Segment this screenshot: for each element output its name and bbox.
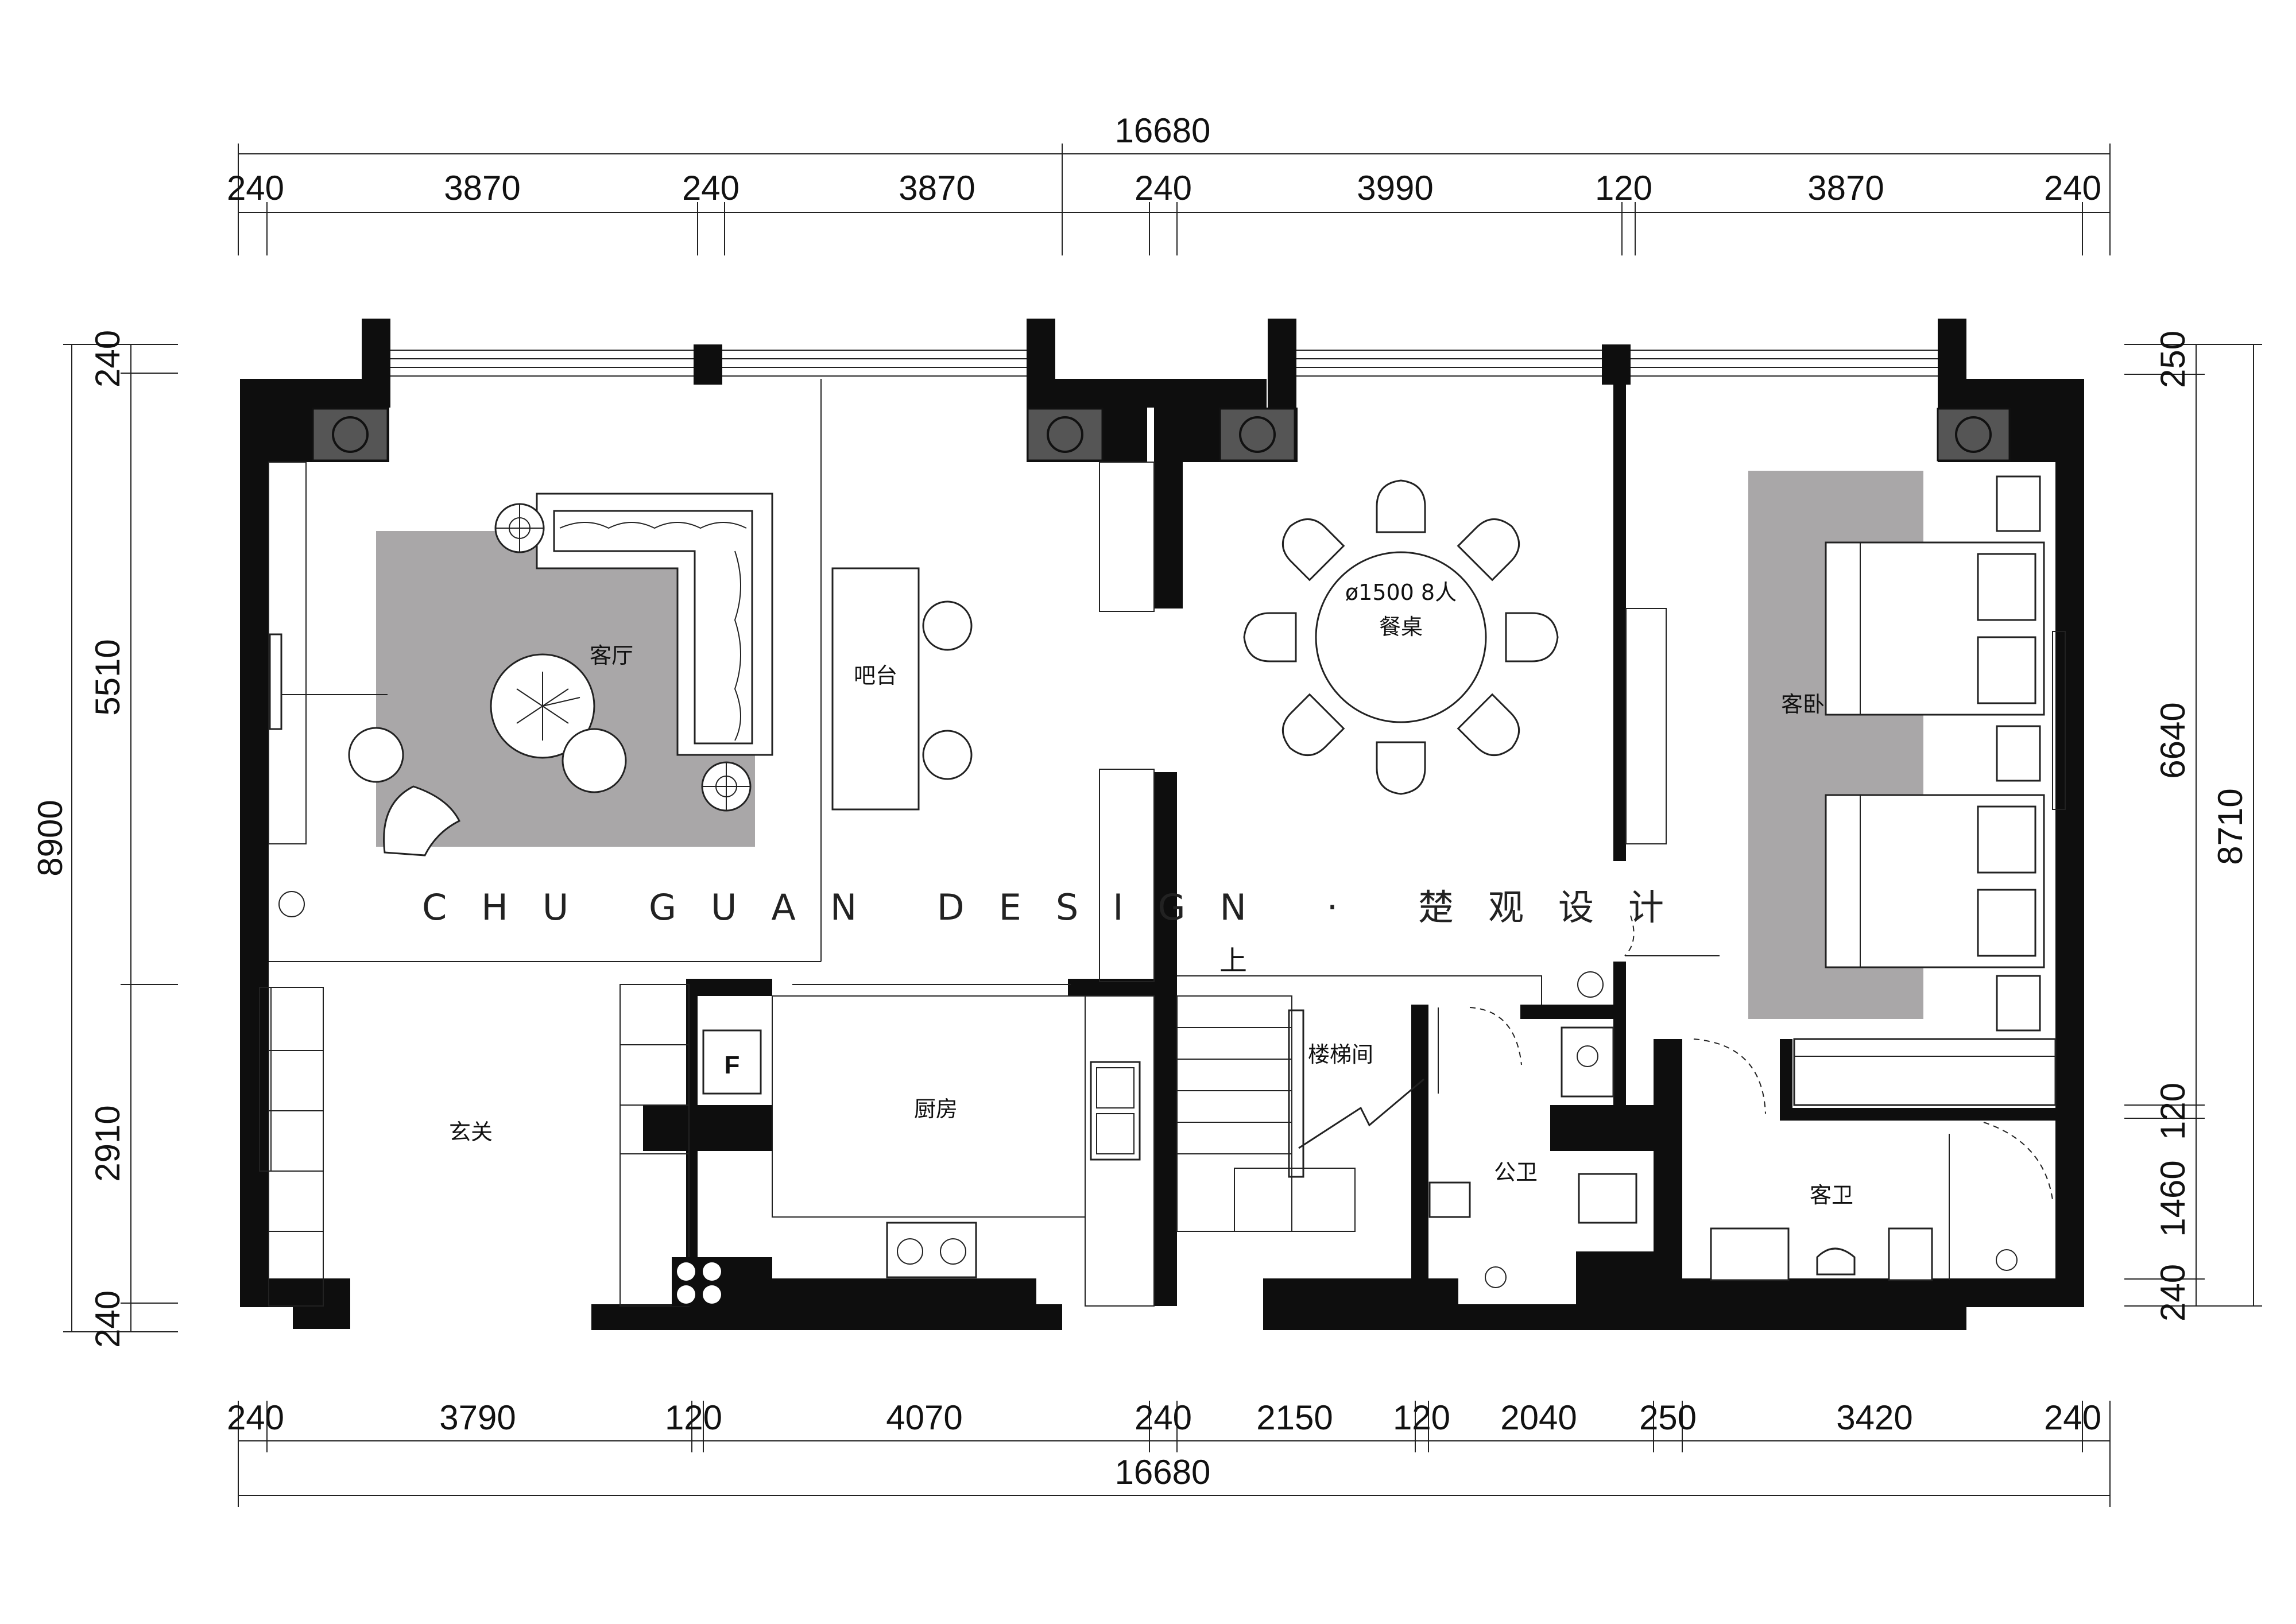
top-dimension-lines	[238, 144, 2111, 255]
dining-chair	[1376, 479, 1426, 533]
kitchen-cooktop	[886, 1222, 977, 1278]
bottom-dim-6: 2150	[1256, 1398, 1333, 1437]
dining-chair	[1457, 518, 1520, 582]
bottom-dim-11: 240	[2044, 1398, 2101, 1437]
top-dim-2: 3870	[444, 169, 520, 207]
dining-chair	[1376, 741, 1426, 795]
top-dim-7: 120	[1595, 169, 1652, 207]
dining-chairs	[1243, 479, 1559, 795]
living-room-label: 客厅	[590, 643, 633, 668]
left-dim-2: 5510	[88, 639, 127, 715]
window-mullion-2	[1602, 344, 1631, 385]
top-dim-1: 240	[227, 169, 284, 207]
left-dim-1: 240	[88, 330, 127, 387]
sofa	[536, 493, 773, 756]
top-dim-5: 240	[1135, 169, 1192, 207]
right-dim-2: 6640	[2154, 702, 2192, 778]
stair-up-label: 上	[1219, 945, 1247, 977]
bottom-dim-1: 240	[227, 1398, 284, 1437]
left-total-dimension: 8900	[31, 800, 69, 876]
dining-chair	[1505, 612, 1559, 662]
bar-counter	[831, 567, 920, 811]
kitchen-sink	[1090, 1061, 1141, 1161]
bottom-dimension-lines	[238, 1401, 2111, 1507]
armchair	[383, 785, 461, 856]
top-windows	[389, 350, 1946, 377]
bottom-dim-10: 3420	[1836, 1398, 1912, 1437]
doors	[1438, 915, 2053, 1200]
dining-label: 餐桌	[1379, 614, 1423, 639]
coffee-table	[490, 653, 627, 793]
right-dim-4: 1460	[2154, 1160, 2192, 1237]
left-dim-4: 240	[88, 1290, 127, 1348]
guest-wc-label: 客卫	[1810, 1183, 1853, 1208]
dining-size-label: ø1500 8人	[1345, 580, 1457, 605]
window-mullion	[694, 344, 722, 385]
top-dim-8: 3870	[1807, 169, 1884, 207]
columns	[269, 408, 2055, 462]
top-dim-9: 240	[2044, 169, 2101, 207]
bottom-dim-3: 120	[665, 1398, 722, 1437]
top-dim-6: 3990	[1357, 169, 1433, 207]
top-total-dimension: 16680	[1115, 111, 1211, 150]
dining-chair	[1243, 612, 1297, 662]
side-table	[348, 727, 404, 783]
stair-label: 楼梯间	[1308, 1042, 1373, 1067]
right-total-dimension: 8710	[2211, 788, 2249, 865]
bed-upper	[1825, 541, 2045, 716]
bar-stools	[922, 600, 973, 780]
guest-wc-fixtures	[1710, 1134, 2018, 1281]
dining-table	[1315, 551, 1487, 723]
bottom-total-dimension: 16680	[1115, 1453, 1211, 1491]
bar-label: 吧台	[854, 663, 897, 688]
staircase	[1176, 975, 1542, 1232]
bottom-dim-2: 3790	[439, 1398, 516, 1437]
nightstands	[1996, 475, 2041, 1032]
interior-lines	[259, 379, 2066, 1307]
stove-corner	[672, 1257, 772, 1306]
tv-unit	[269, 633, 388, 730]
public-wc-fixtures	[1428, 1026, 1679, 1306]
top-dim-3: 240	[682, 169, 739, 207]
fridge	[702, 1029, 762, 1095]
bottom-dim-4: 4070	[886, 1398, 962, 1437]
bottom-dim-7: 120	[1393, 1398, 1450, 1437]
bottom-dim-8: 2040	[1500, 1398, 1577, 1437]
top-dim-4: 3870	[899, 169, 975, 207]
dining-chair	[1457, 693, 1520, 757]
wall-light-icon-2	[1577, 971, 1604, 998]
radiator	[1793, 1038, 2057, 1106]
fridge-label: F	[725, 1051, 740, 1079]
dining-chair	[1281, 518, 1345, 582]
floor-lamp-icon	[494, 503, 752, 812]
left-dim-3: 2910	[88, 1105, 127, 1181]
wall-light-icon	[278, 891, 305, 917]
dining-chair	[1281, 693, 1345, 757]
guest-bedroom-label: 客卧	[1781, 692, 1825, 717]
watermark: CHU GUAN DESIGN · 楚观设计	[422, 886, 1698, 928]
left-dimension-lines	[63, 344, 178, 1332]
bed-lower	[1825, 794, 2045, 968]
right-dim-1: 250	[2154, 331, 2192, 388]
right-dim-5: 240	[2154, 1264, 2192, 1321]
right-dimension-lines	[2124, 344, 2262, 1307]
public-wc-label: 公卫	[1494, 1160, 1538, 1185]
kitchen-label: 厨房	[914, 1096, 958, 1122]
bottom-dim-5: 240	[1135, 1398, 1192, 1437]
bottom-dim-9: 250	[1639, 1398, 1697, 1437]
right-dim-3: 120	[2154, 1083, 2192, 1140]
entry-label: 玄关	[449, 1119, 493, 1145]
